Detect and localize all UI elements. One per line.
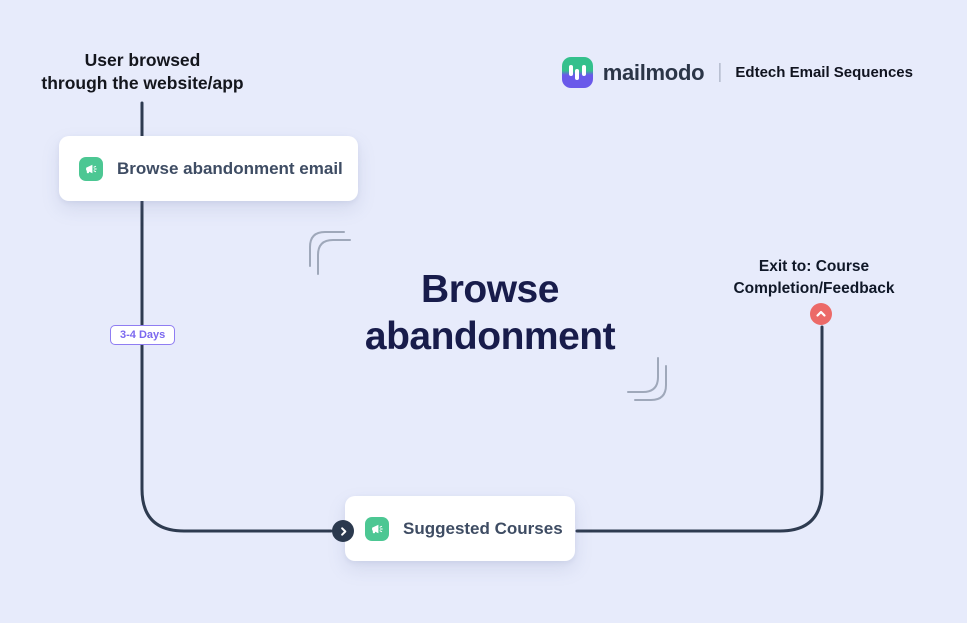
header-divider: |	[717, 61, 723, 83]
delay-badge[interactable]: 3-4 Days	[110, 325, 176, 345]
sequence-title: Edtech Email Sequences	[735, 64, 913, 81]
exit-node-dot[interactable]	[810, 303, 832, 325]
chevron-up-icon	[816, 310, 826, 317]
next-step-dot[interactable]	[332, 520, 354, 542]
megaphone-icon	[365, 516, 389, 541]
chevron-right-icon	[340, 526, 346, 536]
trigger-label-line2: through the website/app	[41, 73, 244, 93]
email-node-label: Suggested Courses	[403, 518, 563, 538]
email-node-browse-abandonment[interactable]: Browse abandonment email	[59, 136, 358, 201]
wire-email2-to-exit	[575, 325, 824, 533]
exit-label-line2: Completion/Feedback	[733, 280, 895, 297]
corner-bracket-bottom-right-decoration	[627, 357, 667, 401]
trigger-label-line1: User browsed	[84, 50, 201, 70]
exit-label-line1: Exit to: Course	[758, 258, 870, 275]
email-node-label: Browse abandonment email	[117, 158, 343, 178]
exit-label: Exit to: Course Completion/Feedback	[704, 256, 924, 300]
mailmodo-logo-icon	[561, 57, 593, 88]
megaphone-icon	[79, 156, 103, 181]
trigger-label: User browsed through the website/app	[10, 49, 275, 95]
email-node-suggested-courses[interactable]: Suggested Courses	[345, 496, 575, 561]
wire-trigger-to-next	[140, 101, 333, 533]
brand-wordmark: mailmodo	[602, 59, 705, 85]
page-title: Browse abandonment	[364, 268, 616, 358]
header: mailmodo | Edtech Email Sequences	[561, 57, 913, 88]
corner-bracket-top-left-decoration	[309, 231, 351, 275]
